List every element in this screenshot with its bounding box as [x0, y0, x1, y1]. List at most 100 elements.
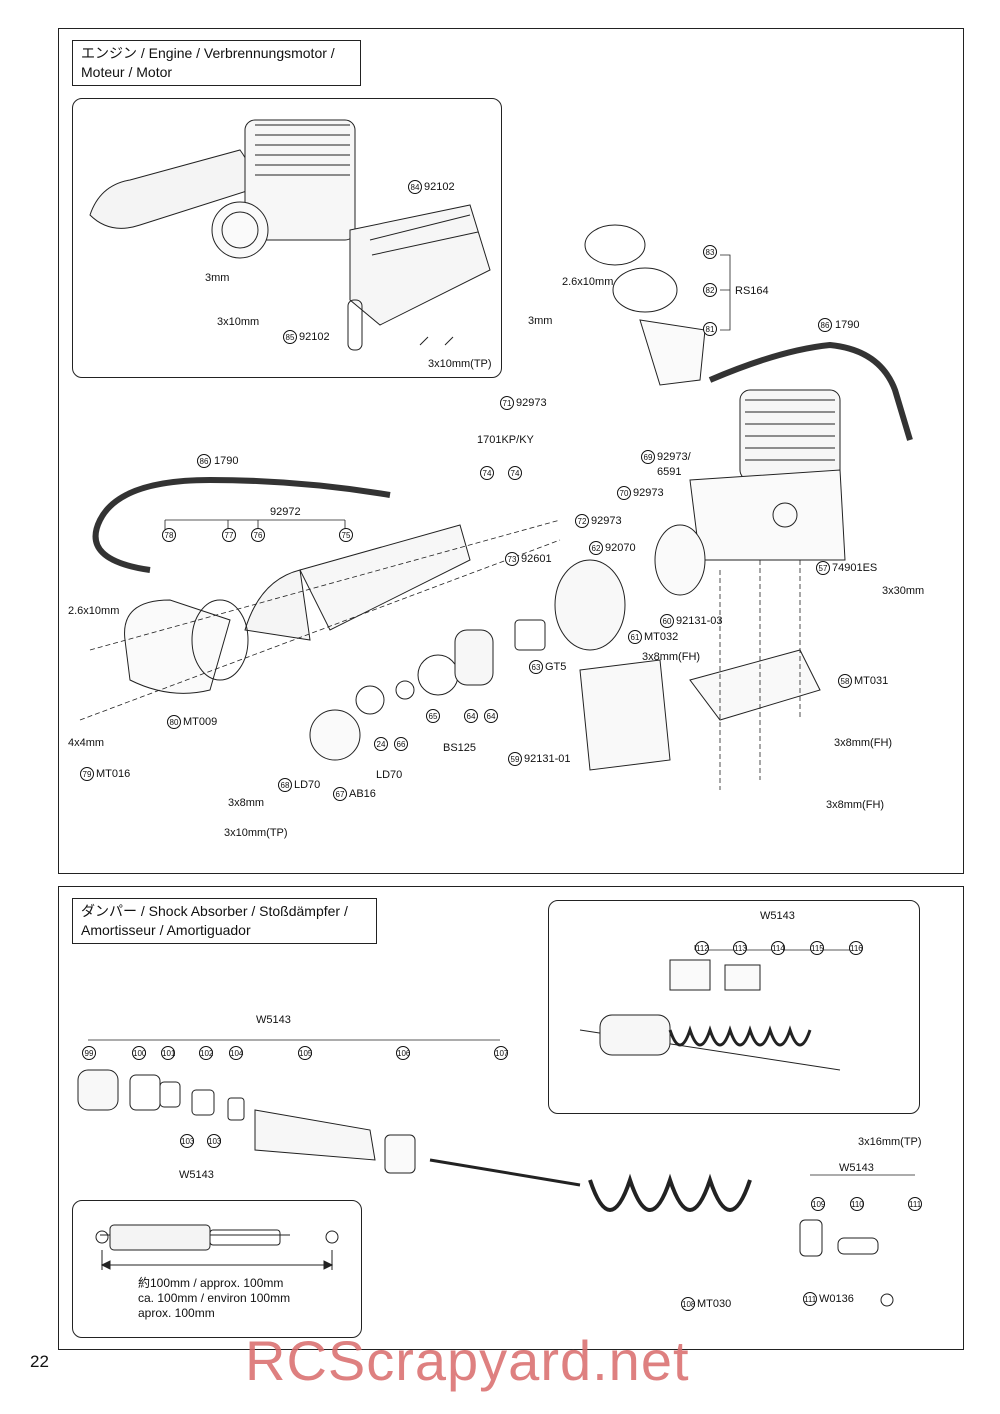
part-60-number: 92131-03 — [676, 615, 723, 627]
part-85-marker: 85 — [283, 330, 297, 344]
label-26x10-a: 2.6x10mm — [562, 276, 614, 288]
label-w5143-b: W5143 — [256, 1014, 291, 1026]
fuel-tube-1 — [708, 341, 913, 441]
part-57-marker: 57 — [816, 561, 830, 575]
part-71-number: 92973 — [516, 397, 547, 409]
shock-dimension-inset — [72, 1200, 362, 1338]
part-113-marker: 113 — [733, 941, 747, 955]
part-58-marker: 58 — [838, 674, 852, 688]
part-73-marker: 73 — [505, 552, 519, 566]
engine-inset-illustration — [89, 119, 491, 351]
fuel-tube-2 — [92, 476, 391, 573]
part-104-marker: 104 — [229, 1046, 243, 1060]
part-62-marker: 62 — [589, 541, 603, 555]
watermark: RCScrapyard.net — [245, 1329, 690, 1392]
label-3x30: 3x30mm — [882, 585, 925, 597]
label-3x10tp-a: 3x10mm(TP) — [428, 358, 492, 370]
part-86-number-a: 1790 — [835, 319, 860, 331]
part-77-marker: 77 — [222, 528, 236, 542]
label-26x10-b: 2.6x10mm — [68, 605, 120, 617]
part-116-marker: 116 — [849, 941, 863, 955]
part-69-marker: 69 — [641, 450, 655, 464]
part-65-marker: 65 — [426, 709, 440, 723]
shock-assembled-inset — [548, 900, 920, 1114]
part-109-marker: 109 — [811, 1197, 825, 1211]
part-75-marker: 75 — [339, 528, 353, 542]
label-1701: 1701KP/KY — [477, 434, 534, 446]
part-78-marker: 78 — [162, 528, 176, 542]
part-81-marker: 81 — [703, 322, 717, 336]
part-82-marker: 82 — [703, 283, 717, 297]
label-w5143-a: W5143 — [760, 910, 795, 922]
part-101-marker: 101 — [161, 1046, 175, 1060]
part-68-number: LD70 — [294, 779, 321, 791]
part-115-marker: 115 — [810, 941, 824, 955]
part-84-number: 92102 — [424, 181, 455, 193]
label-3x8: 3x8mm — [228, 797, 265, 809]
label-4x4: 4x4mm — [68, 737, 105, 749]
part-111-number: W0136 — [819, 1293, 854, 1305]
label-w5143-d: W5143 — [839, 1162, 874, 1174]
label-92972: 92972 — [270, 506, 301, 518]
shock-section-frame — [58, 886, 964, 1350]
shock-length-note: 約100mm / approx. 100mm ca. 100mm / envir… — [138, 1276, 290, 1321]
part-80-marker: 80 — [167, 715, 181, 729]
shock-length-line2: ca. 100mm / environ 100mm — [138, 1291, 291, 1305]
part-73-number: 92601 — [521, 553, 552, 565]
label-3x8fh-b: 3x8mm(FH) — [834, 737, 893, 749]
label-3x10-a: 3x10mm — [217, 316, 260, 328]
part-111-marker-b: 111 — [803, 1292, 817, 1306]
part-80-number: MT009 — [183, 716, 218, 728]
engine-title-line1: エンジン / Engine / Verbrennungsmotor / — [81, 45, 335, 61]
part-71-marker: 71 — [500, 396, 514, 410]
shock-length-line1: 約100mm / approx. 100mm — [138, 1276, 284, 1290]
part-108-number: MT030 — [697, 1298, 732, 1310]
part-105-marker: 105 — [298, 1046, 312, 1060]
label-3x8fh-c: 3x8mm(FH) — [826, 799, 885, 811]
label-3mm-a: 3mm — [205, 272, 230, 284]
part-103-marker-a: 103 — [180, 1134, 194, 1148]
part-67-number: AB16 — [349, 788, 376, 800]
part-112-marker: 112 — [695, 941, 709, 955]
part-108-marker: 108 — [681, 1297, 695, 1311]
part-62-number: 92070 — [605, 542, 636, 554]
shock-section-title: ダンパー / Shock Absorber / Stoßdämpfer / Am… — [72, 898, 377, 944]
part-59-number: 92131-01 — [524, 753, 571, 765]
part-69-number: 92973/ — [657, 451, 691, 463]
label-3mm-b: 3mm — [528, 315, 553, 327]
shock-length-line3: aprox. 100mm — [138, 1306, 215, 1320]
shock-title-line1: ダンパー / Shock Absorber / Stoßdämpfer / — [81, 903, 348, 919]
part-72-marker: 72 — [575, 514, 589, 528]
part-107-marker: 107 — [494, 1046, 508, 1060]
part-61-marker: 61 — [628, 630, 642, 644]
part-100-marker: 100 — [132, 1046, 146, 1060]
page-number: 22 — [30, 1352, 49, 1371]
part-61-number: MT032 — [644, 631, 679, 643]
part-59-marker: 59 — [508, 752, 522, 766]
part-86-number-b: 1790 — [214, 455, 239, 467]
label-3x10tp-b: 3x10mm(TP) — [224, 827, 288, 839]
label-3x16tp: 3x16mm(TP) — [858, 1136, 922, 1148]
part-114-marker: 114 — [771, 941, 785, 955]
part-106-marker: 106 — [396, 1046, 410, 1060]
part-63-number: GT5 — [545, 661, 567, 673]
shock-title-line2: Amortisseur / Amortiguador — [81, 922, 251, 938]
part-99-marker: 99 — [82, 1046, 96, 1060]
label-w5143-c: W5143 — [179, 1169, 214, 1181]
part-64-marker-b: 64 — [484, 709, 498, 723]
part-68-marker: 68 — [278, 778, 292, 792]
part-111-marker-a: 111 — [908, 1197, 922, 1211]
engine-section-title: エンジン / Engine / Verbrennungsmotor / Mote… — [72, 40, 361, 86]
part-85-number: 92102 — [299, 331, 330, 343]
part-60-marker: 60 — [660, 614, 674, 628]
part-86-marker-a: 86 — [818, 318, 832, 332]
part-110-marker: 110 — [850, 1197, 864, 1211]
engine-assembled-inset — [72, 98, 502, 378]
engine-title-line2: Moteur / Motor — [81, 64, 173, 80]
part-63-marker: 63 — [529, 660, 543, 674]
part-84-marker: 84 — [408, 180, 422, 194]
part-70-number: 92973 — [633, 487, 664, 499]
part-58-number: MT031 — [854, 675, 889, 687]
part-72-number: 92973 — [591, 515, 622, 527]
label-rs164: RS164 — [735, 285, 769, 297]
